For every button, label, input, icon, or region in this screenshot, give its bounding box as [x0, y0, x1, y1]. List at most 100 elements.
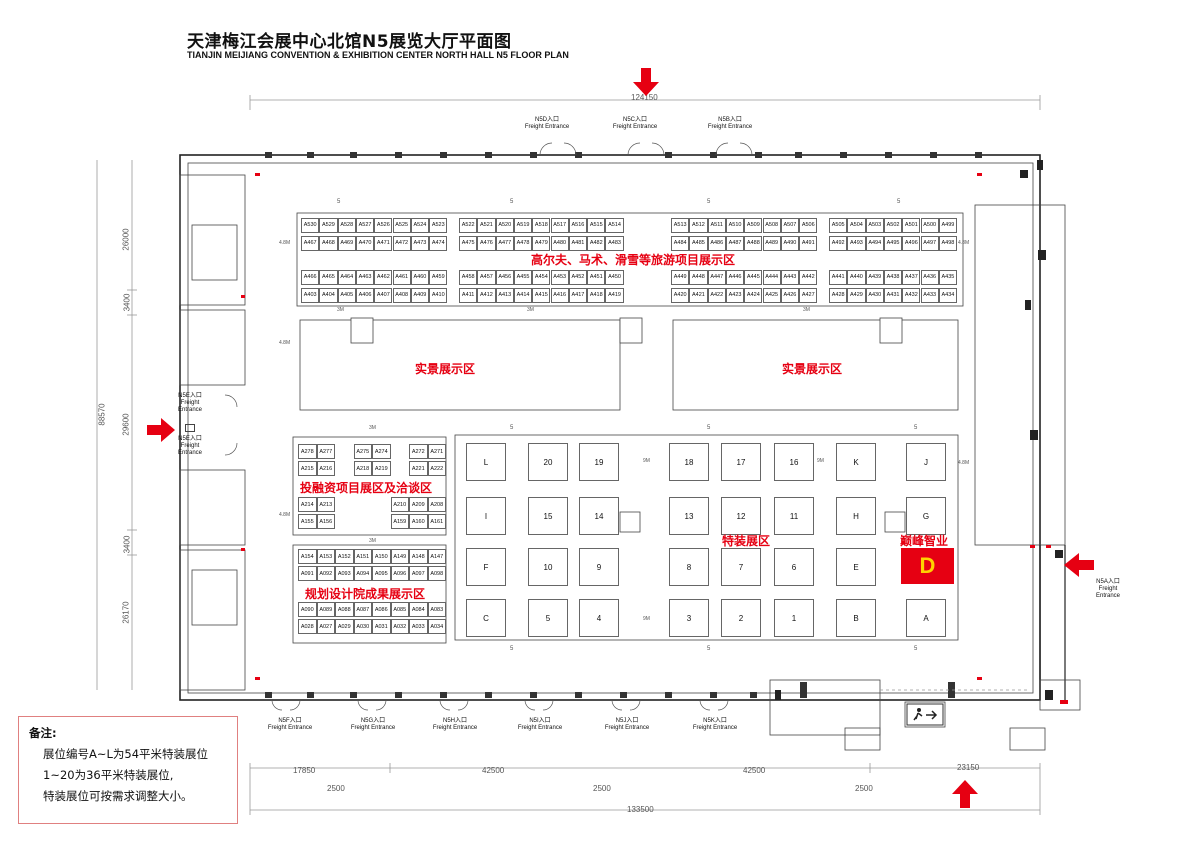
booth[interactable]: A490: [780, 236, 800, 251]
special-booth[interactable]: 13: [669, 497, 709, 535]
booth[interactable]: A437: [902, 270, 921, 285]
special-booth[interactable]: 1: [774, 599, 814, 637]
special-booth[interactable]: 14: [579, 497, 619, 535]
booth[interactable]: A530: [301, 218, 320, 233]
booth[interactable]: A414: [513, 288, 533, 303]
booth[interactable]: A153: [316, 549, 335, 564]
booth[interactable]: A277: [316, 444, 335, 459]
special-booth[interactable]: 15: [528, 497, 568, 535]
booth[interactable]: A421: [689, 288, 708, 303]
special-booth[interactable]: 8: [669, 548, 709, 586]
booth[interactable]: A463: [355, 270, 375, 285]
booth[interactable]: A470: [355, 236, 375, 251]
booth[interactable]: A513: [671, 218, 690, 233]
booth-d-highlight[interactable]: D: [901, 548, 954, 584]
booth[interactable]: A415: [532, 288, 551, 303]
booth[interactable]: A152: [335, 549, 354, 564]
booth[interactable]: A499: [938, 218, 958, 233]
booth[interactable]: A486: [707, 236, 726, 251]
special-booth[interactable]: A: [906, 599, 946, 637]
booth[interactable]: A418: [587, 288, 606, 303]
special-booth[interactable]: I: [466, 497, 506, 535]
special-booth[interactable]: 4: [579, 599, 619, 637]
booth[interactable]: A506: [799, 218, 818, 233]
booth[interactable]: A450: [605, 270, 624, 285]
booth[interactable]: A424: [744, 288, 763, 303]
booth[interactable]: A093: [335, 566, 354, 581]
entrance-n5j[interactable]: N5J入口 Freight Entrance: [592, 718, 662, 732]
special-booth[interactable]: 5: [528, 599, 568, 637]
booth[interactable]: A497: [920, 236, 939, 251]
booth[interactable]: A458: [459, 270, 478, 285]
booth[interactable]: A432: [902, 288, 921, 303]
special-booth[interactable]: 3: [669, 599, 709, 637]
booth[interactable]: A095: [372, 566, 391, 581]
booth[interactable]: A214: [298, 497, 317, 512]
booth[interactable]: A219: [372, 461, 391, 476]
booth[interactable]: A419: [605, 288, 624, 303]
booth[interactable]: A483: [605, 236, 624, 251]
booth[interactable]: A433: [920, 288, 939, 303]
booth[interactable]: A501: [902, 218, 921, 233]
booth[interactable]: A213: [316, 497, 335, 512]
special-booth[interactable]: 12: [721, 497, 761, 535]
entrance-n5g[interactable]: N5G入口 Freight Entrance: [338, 718, 408, 732]
special-booth[interactable]: J: [906, 443, 946, 481]
booth[interactable]: A443: [780, 270, 800, 285]
booth[interactable]: A451: [587, 270, 606, 285]
booth[interactable]: A525: [392, 218, 411, 233]
special-booth[interactable]: 9: [579, 548, 619, 586]
booth[interactable]: A431: [883, 288, 903, 303]
booth[interactable]: A496: [902, 236, 921, 251]
booth[interactable]: A526: [374, 218, 393, 233]
special-booth[interactable]: B: [836, 599, 876, 637]
booth[interactable]: A436: [920, 270, 939, 285]
special-booth[interactable]: L: [466, 443, 506, 481]
booth[interactable]: A159: [390, 514, 409, 529]
booth[interactable]: A408: [392, 288, 411, 303]
special-booth[interactable]: 10: [528, 548, 568, 586]
booth[interactable]: A098: [427, 566, 446, 581]
booth[interactable]: A426: [780, 288, 800, 303]
booth[interactable]: A464: [337, 270, 356, 285]
booth[interactable]: A493: [847, 236, 866, 251]
booth[interactable]: A522: [459, 218, 478, 233]
booth[interactable]: A488: [744, 236, 763, 251]
booth[interactable]: A151: [353, 549, 372, 564]
booth[interactable]: A272: [409, 444, 428, 459]
booth[interactable]: A155: [298, 514, 317, 529]
booth[interactable]: A404: [319, 288, 338, 303]
booth[interactable]: A512: [689, 218, 708, 233]
booth[interactable]: A517: [550, 218, 569, 233]
booth[interactable]: A087: [353, 602, 372, 617]
booth[interactable]: A084: [409, 602, 428, 617]
booth[interactable]: A521: [477, 218, 496, 233]
entrance-n5e-lower[interactable]: N5E入口 Freight Entrance: [155, 436, 225, 457]
booth[interactable]: A516: [568, 218, 588, 233]
booth[interactable]: A448: [689, 270, 708, 285]
booth[interactable]: A502: [883, 218, 903, 233]
booth[interactable]: A529: [319, 218, 338, 233]
booth[interactable]: A494: [865, 236, 884, 251]
booth[interactable]: A274: [372, 444, 391, 459]
booth[interactable]: A504: [847, 218, 866, 233]
booth[interactable]: A438: [883, 270, 903, 285]
booth[interactable]: A222: [427, 461, 446, 476]
booth[interactable]: A527: [355, 218, 375, 233]
booth[interactable]: A417: [568, 288, 588, 303]
booth[interactable]: A027: [316, 619, 335, 634]
booth[interactable]: A518: [532, 218, 551, 233]
booth[interactable]: A491: [799, 236, 818, 251]
booth[interactable]: A468: [319, 236, 338, 251]
special-booth[interactable]: 19: [579, 443, 619, 481]
booth[interactable]: A466: [301, 270, 320, 285]
booth[interactable]: A444: [762, 270, 781, 285]
booth[interactable]: A455: [513, 270, 533, 285]
booth[interactable]: A034: [427, 619, 446, 634]
entrance-n5k[interactable]: N5K入口 Freight Entrance: [680, 718, 750, 732]
booth[interactable]: A475: [459, 236, 478, 251]
booth[interactable]: A452: [568, 270, 588, 285]
special-booth[interactable]: 7: [721, 548, 761, 586]
booth[interactable]: A453: [550, 270, 569, 285]
booth[interactable]: A160: [409, 514, 428, 529]
